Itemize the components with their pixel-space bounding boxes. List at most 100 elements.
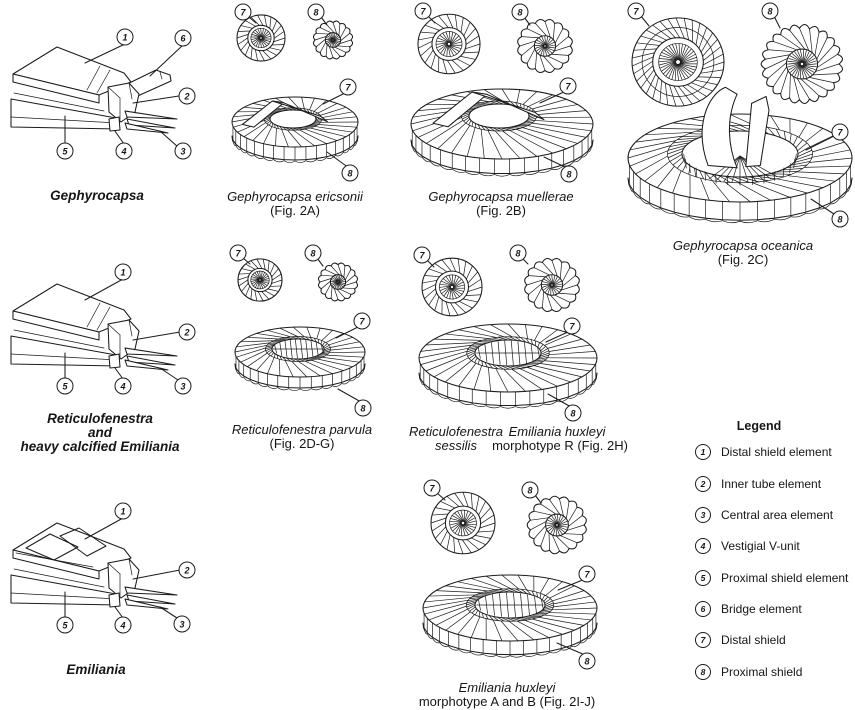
caption-huxleyi-r-fig: morphotype R (Fig. 2H): [492, 438, 628, 453]
legend-circle-1: 1: [695, 444, 711, 460]
callout-1: 1: [114, 263, 132, 281]
caption-sessilis-line1: Reticulofenestra: [409, 424, 503, 439]
parvula-proximal-shield-plan: [317, 262, 359, 302]
callout-7: 7: [563, 317, 581, 335]
sessilis-huxleyi-r-proximal-shield-plan: [524, 258, 580, 312]
huxleyi-ab-coccolith-3d: [422, 574, 598, 658]
callout-7: 7: [559, 77, 577, 95]
parvula-distal-shield-plan: [237, 258, 283, 302]
callout-4: 4: [115, 142, 133, 160]
legend-label-1: Distal shield element: [721, 445, 832, 459]
oceanica-coccolith-3d: [627, 86, 853, 224]
caption-oceanica-species: Gephyrocapsa oceanica: [672, 238, 814, 253]
callout-5: 5: [56, 142, 74, 160]
legend-label-3: Central area element: [721, 508, 834, 522]
callout-8: 8: [509, 244, 527, 262]
callout-1: 1: [116, 28, 134, 46]
caption-emiliania: Emiliania: [66, 662, 126, 677]
legend-label-4: Vestigial V-unit: [721, 539, 800, 553]
callout-7: 7: [413, 246, 431, 264]
ericsonii-coccolith-3d: [231, 96, 359, 163]
legend-item-6: 6 Bridge element: [695, 601, 802, 617]
muellerae-proximal-shield-plan: [517, 19, 573, 73]
parvula-coccolith-3d: [234, 326, 366, 391]
callout-3: 3: [174, 377, 192, 395]
caption-huxleyi-ab-fig: morphotype A and B (Fig. 2I-J): [418, 694, 596, 709]
caption-reticulofenestra-line2: and: [87, 425, 113, 440]
gephyrocapsa-schematic: [10, 46, 178, 134]
caption-sessilis-line2: sessilis: [435, 438, 477, 453]
callout-8: 8: [761, 2, 779, 20]
caption-ericsonii-species: Gephyrocapsa ericsonii: [227, 189, 363, 204]
caption-muellerae-fig: (Fig. 2B): [476, 203, 526, 218]
muellerae-coccolith-3d: [410, 88, 594, 177]
callout-8: 8: [511, 3, 529, 21]
callout-7: 7: [578, 565, 596, 583]
legend-item-7: 7 Distal shield: [695, 632, 786, 648]
callout-4: 4: [114, 377, 132, 395]
callout-8: 8: [564, 404, 582, 422]
callout-7: 7: [423, 479, 441, 497]
caption-oceanica-fig: (Fig. 2C): [717, 252, 769, 267]
legend-item-1: 1 Distal shield element: [695, 444, 832, 460]
caption-parvula-species: Reticulofenestra parvula: [231, 422, 373, 437]
legend-circle-8: 8: [695, 664, 711, 680]
caption-huxleyi-r-species: Emiliania huxleyi: [508, 424, 606, 439]
caption-gephyrocapsa: Gephyrocapsa: [50, 188, 144, 203]
callout-8: 8: [521, 481, 539, 499]
callout-8: 8: [831, 210, 849, 228]
legend-item-5: 5 Proximal shield element: [695, 570, 848, 586]
legend-circle-3: 3: [695, 507, 711, 523]
caption-reticulofenestra-line1: Reticulofenestra: [47, 411, 153, 426]
oceanica-distal-shield-plan: [631, 17, 725, 107]
legend-label-5: Proximal shield element: [721, 571, 849, 585]
callout-7: 7: [234, 3, 252, 21]
callout-7: 7: [627, 2, 645, 20]
callout-2: 2: [178, 87, 196, 105]
callout-3: 3: [174, 142, 192, 160]
legend-item-3: 3 Central area element: [695, 507, 833, 523]
caption-ericsonii-fig: (Fig. 2A): [270, 203, 320, 218]
callout-5: 5: [56, 616, 74, 634]
callout-8: 8: [560, 165, 578, 183]
legend-title: Legend: [736, 419, 782, 433]
emiliania-schematic: [10, 522, 178, 610]
oceanica-proximal-shield-plan: [760, 23, 843, 105]
caption-huxleyi-ab-species: Emiliania huxleyi: [458, 680, 556, 695]
callout-1: 1: [114, 502, 132, 520]
legend-circle-6: 6: [695, 601, 711, 617]
sessilis-huxleyi-r-distal-shield-plan: [421, 257, 483, 317]
muellerae-distal-shield-plan: [417, 13, 481, 75]
legend-circle-2: 2: [695, 476, 711, 492]
callout-8: 8: [341, 164, 359, 182]
legend-label-7: Distal shield: [721, 633, 786, 647]
reticulofenestra-schematic: [10, 283, 178, 371]
callout-7: 7: [353, 312, 371, 330]
callout-6: 6: [174, 29, 192, 47]
callout-5: 5: [56, 377, 74, 395]
callout-7: 7: [229, 244, 247, 262]
callout-3: 3: [173, 615, 191, 633]
callout-8: 8: [354, 399, 372, 417]
legend-label-6: Bridge element: [721, 602, 802, 616]
callout-8: 8: [304, 244, 322, 262]
callout-4: 4: [114, 616, 132, 634]
caption-reticulofenestra-line3: heavy calcified Emiliania: [20, 439, 180, 454]
legend-item-8: 8 Proximal shield: [695, 664, 802, 680]
callout-7: 7: [831, 123, 849, 141]
callout-8: 8: [578, 652, 596, 670]
caption-parvula-fig: (Fig. 2D-G): [269, 436, 335, 451]
ericsonii-proximal-shield-plan: [312, 20, 354, 60]
legend-circle-5: 5: [695, 570, 711, 586]
ericsonii-distal-shield-plan: [236, 14, 286, 62]
callout-2: 2: [178, 561, 196, 579]
callout-7: 7: [339, 78, 357, 96]
callout-8: 8: [307, 3, 325, 21]
legend-label-2: Inner tube element: [721, 477, 822, 491]
legend-label-8: Proximal shield: [721, 665, 803, 679]
legend-circle-4: 4: [695, 538, 711, 554]
callout-7: 7: [414, 2, 432, 20]
legend-item-2: 2 Inner tube element: [695, 476, 821, 492]
